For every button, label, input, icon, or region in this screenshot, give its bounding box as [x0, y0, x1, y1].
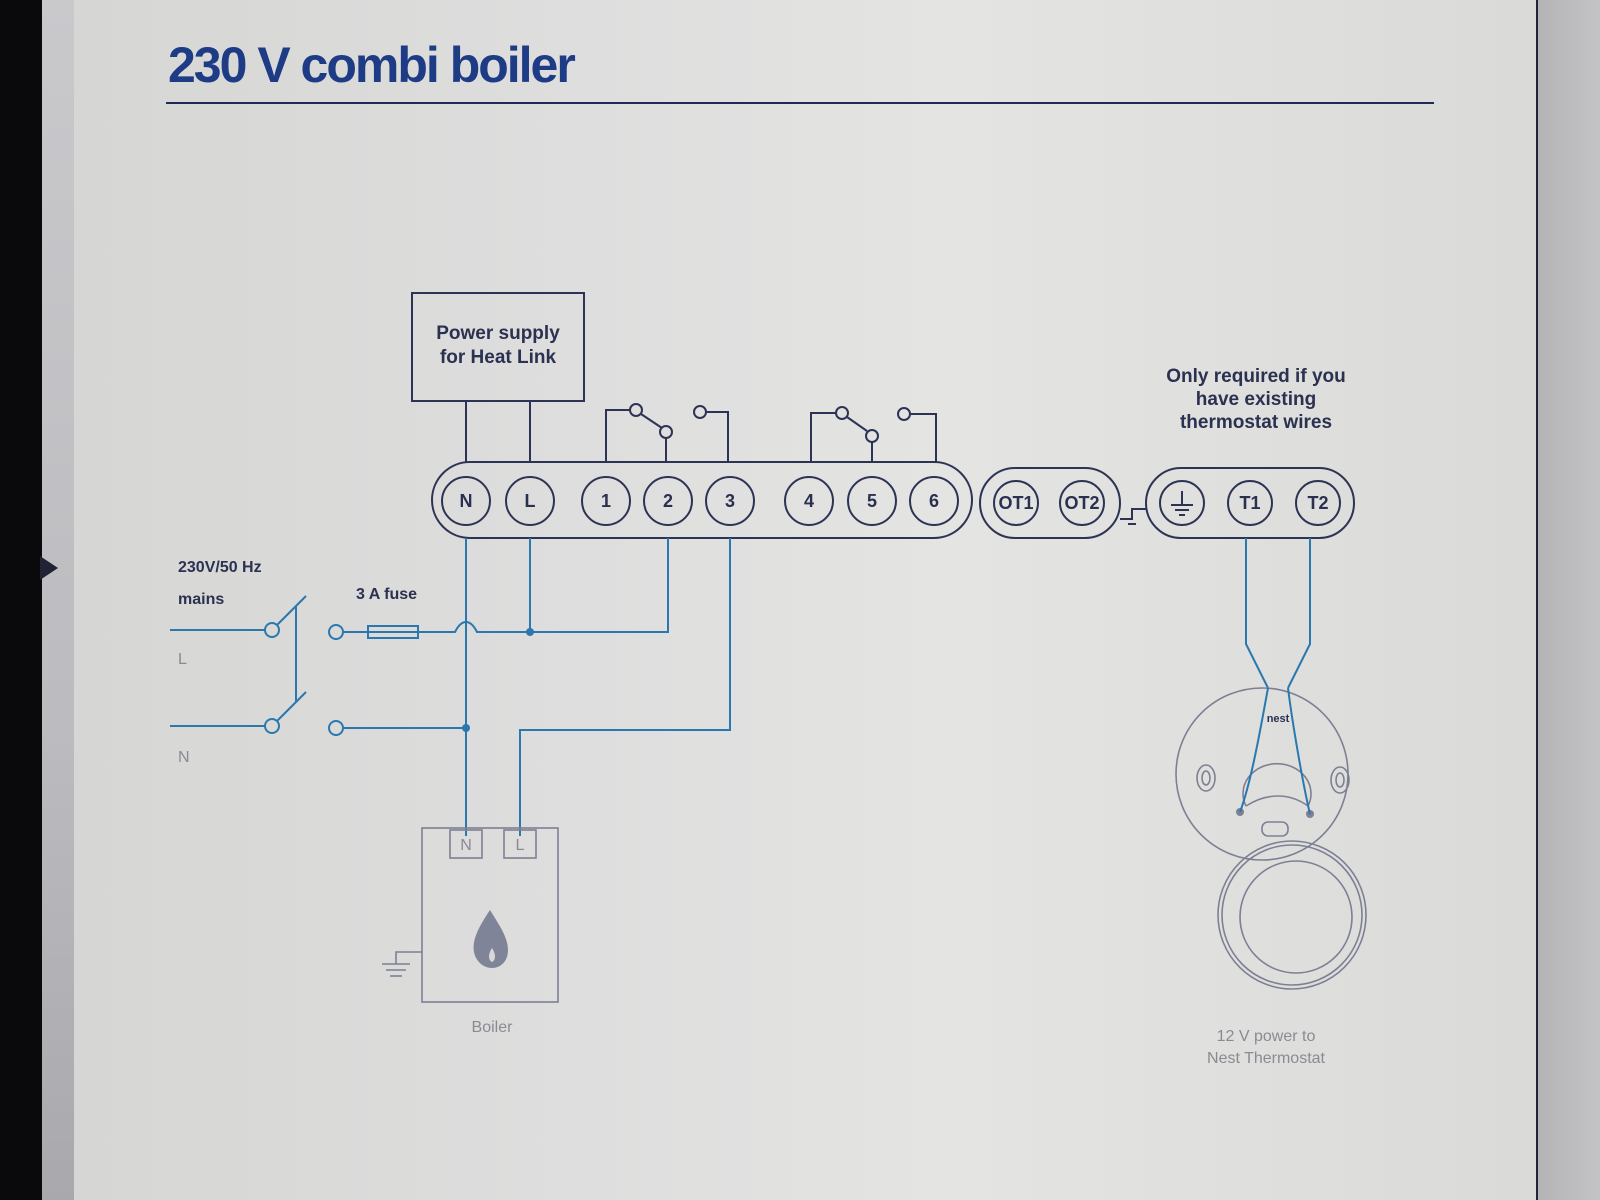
- terminal-label: OT1: [998, 493, 1033, 513]
- boiler-terminal-n: N: [460, 837, 472, 854]
- neutral-label: N: [178, 749, 190, 766]
- flame-icon: [473, 910, 508, 968]
- ot-terminal-ot2: OT2: [1059, 480, 1105, 526]
- live-junction: [526, 628, 534, 636]
- power-supply-box: Power supply for Heat Link: [411, 292, 585, 462]
- terminal-label: N: [460, 491, 473, 511]
- fuse-label: 3 A fuse: [356, 586, 417, 603]
- expand-arrow-icon[interactable]: [40, 556, 58, 580]
- scrollbar-edge[interactable]: [1536, 0, 1600, 1200]
- document-page: [74, 0, 1536, 1200]
- boiler-label: Boiler: [472, 1019, 514, 1036]
- power-supply-label-1: Power supply: [436, 323, 560, 344]
- opentherm-terminal-block: OT1 OT2: [979, 467, 1121, 539]
- terminal-label: 2: [663, 491, 673, 511]
- main-terminal-n: N: [441, 476, 491, 526]
- main-terminal-2: 2: [643, 476, 693, 526]
- neutral-junction: [462, 724, 470, 732]
- relay-switch-1: [605, 403, 729, 462]
- terminal-label: T2: [1307, 493, 1328, 513]
- terminal-label: 4: [804, 491, 814, 511]
- monitor-bezel: [0, 0, 42, 1200]
- terminal-label: L: [525, 491, 536, 511]
- terminal-label: 1: [601, 491, 611, 511]
- terminal-label: 6: [929, 491, 939, 511]
- main-terminal-4: 4: [784, 476, 834, 526]
- earth-link: [1120, 508, 1146, 525]
- ot-terminal-ot1: OT1: [993, 480, 1039, 526]
- wiring: [343, 538, 1311, 836]
- main-terminal-1: 1: [581, 476, 631, 526]
- note-line-1: Only required if you: [1166, 366, 1345, 387]
- nest-logo: nest: [1267, 713, 1290, 725]
- main-terminal-3: 3: [705, 476, 755, 526]
- nest-thermostat: nest 12 V power to Nest Thermostat: [1175, 687, 1367, 1067]
- thermostat-terminal-block: T1 T2: [1145, 467, 1355, 539]
- boiler-terminal-l: L: [516, 837, 525, 854]
- terminal-label: OT2: [1064, 493, 1099, 513]
- live-label: L: [178, 651, 187, 668]
- terminal-label: T1: [1239, 493, 1260, 513]
- terminal-label: 3: [725, 491, 735, 511]
- relay-switch-2: [810, 406, 937, 462]
- note-line-3: thermostat wires: [1180, 412, 1332, 433]
- heat-link-terminal-block: N L 1 2 3 4 5 6: [431, 461, 973, 539]
- fuse: 3 A fuse: [343, 586, 419, 639]
- mains-label-1: 230V/50 Hz: [178, 559, 262, 576]
- note-line-2: have existing: [1196, 389, 1316, 410]
- main-terminal-l: L: [505, 476, 555, 526]
- main-terminal-6: 6: [909, 476, 959, 526]
- main-terminal-5: 5: [847, 476, 897, 526]
- thermostat-caption-2: Nest Thermostat: [1207, 1050, 1326, 1067]
- thermostat-terminal-t2: T2: [1295, 480, 1341, 526]
- thermostat-caption-1: 12 V power to: [1217, 1028, 1316, 1045]
- mains-supply: 230V/50 Hz mains L N: [170, 559, 344, 766]
- sidebar-strip: [42, 0, 74, 1200]
- mains-label-2: mains: [178, 591, 224, 608]
- thermostat-terminal-t1: T1: [1227, 480, 1273, 526]
- page-title: 230 V combi boiler: [168, 37, 576, 93]
- terminal-label: 5: [867, 491, 877, 511]
- boiler: N L Boiler: [382, 827, 559, 1036]
- power-supply-label-2: for Heat Link: [440, 347, 557, 368]
- title-divider: [166, 102, 1434, 104]
- thermostat-terminal-ground-icon: [1159, 480, 1205, 526]
